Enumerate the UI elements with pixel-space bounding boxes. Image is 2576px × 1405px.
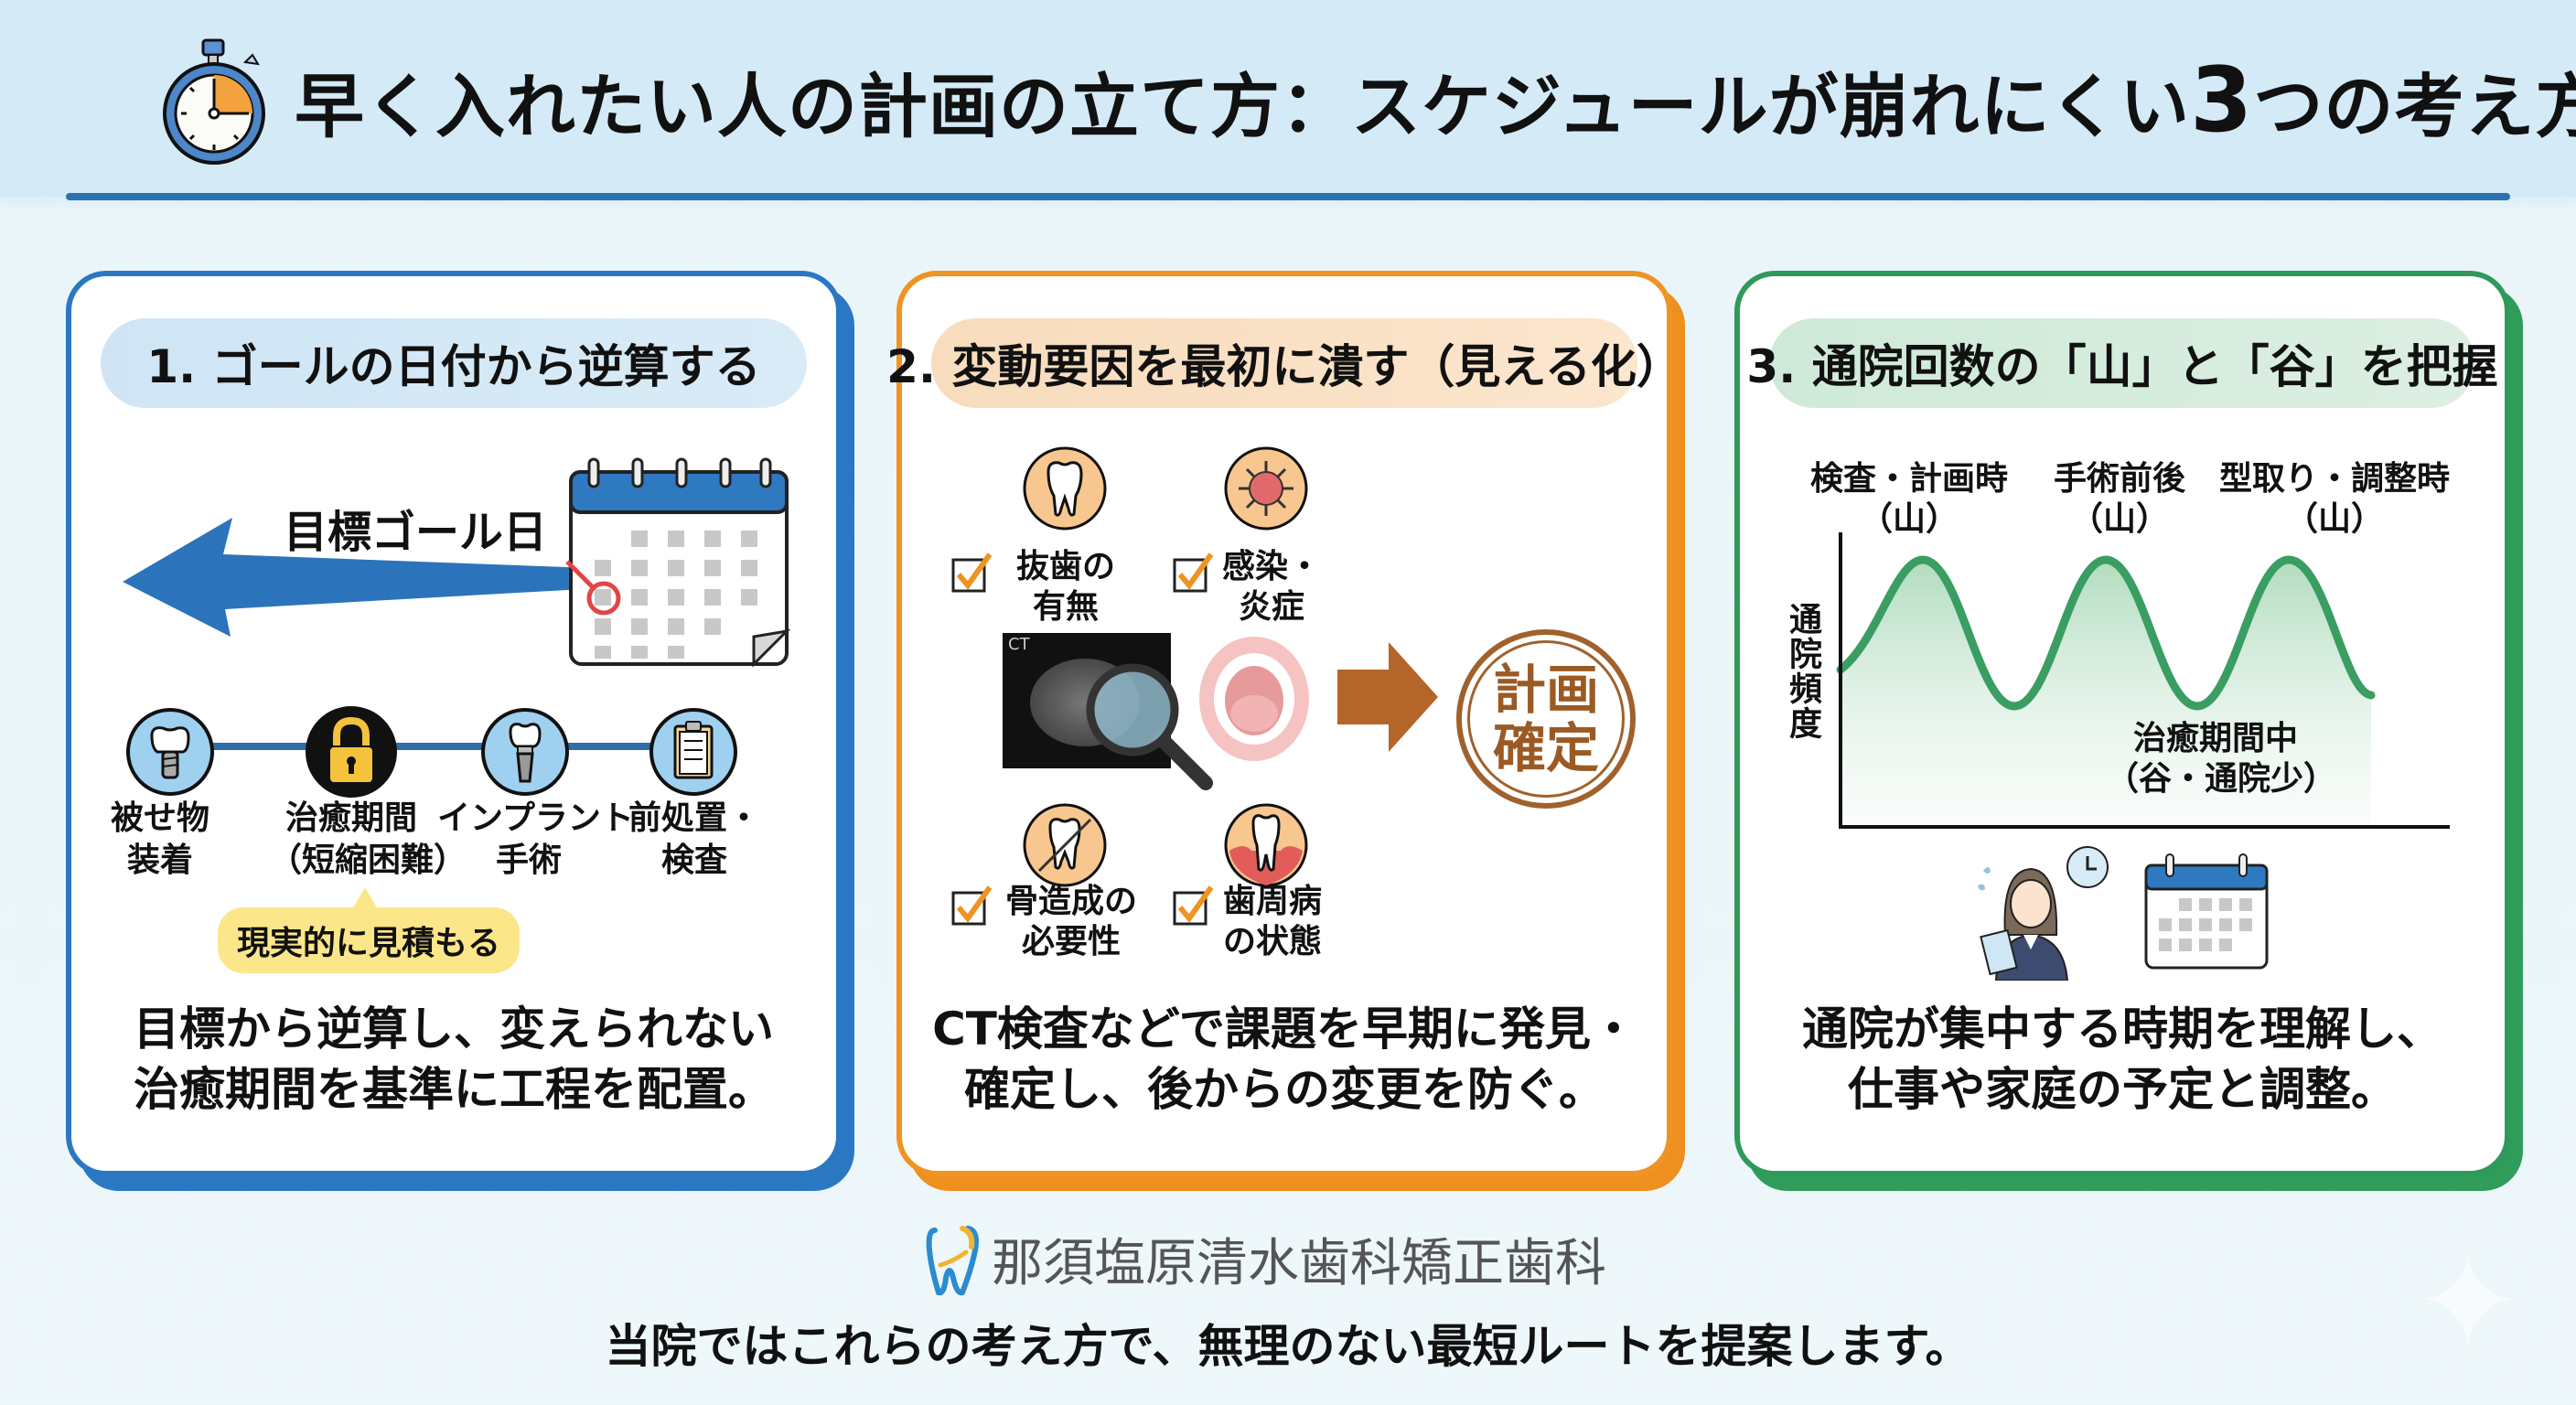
peak-exam-line2: （山）	[1859, 500, 1959, 538]
clipboard-icon	[649, 708, 737, 796]
panel-2-heading: 2. 変動要因を最初に潰す（見える化）	[886, 318, 1682, 408]
check-bone-line1: 骨造成の	[1004, 883, 1137, 920]
timeline-line	[145, 743, 693, 750]
implant-icon	[481, 708, 569, 796]
check-periodontal: 歯周病 の状態	[1213, 882, 1332, 962]
checkbox-checked-icon	[1173, 885, 1214, 926]
panel-3-desc-line2: 仕事や家庭の予定と調整。	[1848, 1063, 2397, 1116]
panel-1-heading: 1. ゴールの日付から逆算する	[101, 318, 807, 408]
title-number: 3	[2190, 48, 2254, 153]
y-axis-label: 通院頻度	[1784, 602, 1821, 741]
step-implant-surgery: インプラント 手術	[437, 798, 634, 882]
peak-label-exam: 検査・計画時 （山）	[1804, 459, 2014, 540]
panel-3-heading: 3. 通院回数の「山」と「谷」を把握	[1746, 318, 2498, 408]
magnifier-icon	[1086, 663, 1213, 790]
title-text-2: つの考え方	[2253, 66, 2576, 147]
check-infection: 感染・ 炎症	[1217, 547, 1326, 627]
header-band	[0, 0, 2576, 197]
panel-2-description: CT検査などで課題を早期に発見・ 確定し、後からの変更を防ぐ。	[902, 999, 1667, 1120]
wave-area	[1841, 560, 2371, 825]
check-infection-line2: 炎症	[1238, 588, 1304, 626]
checkbox-checked-icon	[1173, 552, 1214, 593]
peak-exam-line1: 検査・計画時	[1809, 460, 2008, 498]
plan-confirmed-stamp: 計画 確定	[1456, 629, 1636, 809]
tooth-logo-icon	[926, 1225, 979, 1295]
germ-icon	[1224, 446, 1308, 531]
damaged-tooth-icon	[1023, 446, 1107, 531]
check-bone-graft: 骨造成の 必要性	[993, 882, 1149, 962]
panel-2-desc-line2: 確定し、後からの変更を防ぐ。	[964, 1063, 1605, 1116]
lock-icon	[306, 706, 397, 798]
calendar-icon	[565, 457, 791, 668]
panel-backward-planning: 1. ゴールの日付から逆算する 目標ゴール日	[66, 271, 842, 1176]
panel-2-desc-line1: CT検査などで課題を早期に発見・	[932, 1003, 1637, 1056]
step-pretreatment-line1: 前処置・	[628, 799, 760, 837]
step-crown-line2: 装着	[126, 842, 193, 879]
check-perio-line1: 歯周病	[1222, 883, 1322, 920]
peak-impression-line1: 型取り・調整時	[2218, 460, 2450, 498]
sparkle-icon	[2424, 1255, 2512, 1346]
step-pretreatment-line2: 検査	[660, 842, 727, 879]
estimate-callout: 現実的に見積もる	[218, 887, 520, 973]
peak-surgery-line1: 手術前後	[2053, 460, 2185, 498]
bone-graft-tooth-icon	[1023, 803, 1107, 887]
right-arrow-icon	[1337, 642, 1438, 752]
check-perio-line2: の状態	[1222, 923, 1322, 960]
panel-eliminate-variables: 2. 変動要因を最初に潰す（見える化） 抜歯の 有無 感染・ 炎症 CT	[886, 271, 1682, 1176]
gum-disease-icon	[1224, 803, 1308, 887]
step-implant-line2: 手術	[495, 842, 562, 879]
panel-visit-peaks: 3. 通院回数の「山」と「谷」を把握 検査・計画時 （山） 手術前後 （山） 型…	[1734, 271, 2510, 1176]
valley-line1: 治癒期間中	[2132, 720, 2298, 757]
check-infection-line1: 感染・	[1221, 548, 1321, 585]
crown-implant-icon	[126, 708, 214, 796]
clinic-logo: 那須塩原清水歯科矯正歯科	[926, 1222, 1606, 1296]
step-healing-line2: （短縮困難）	[269, 842, 467, 879]
left-arrow-icon	[123, 518, 617, 637]
step-healing: 治癒期間 （短縮困難）	[269, 798, 467, 882]
step-crown-line1: 被せ物	[110, 799, 209, 837]
panel-1-description: 目標から逆算し、変えられない 治癒期間を基準に工程を配置。	[71, 999, 836, 1120]
valley-label: 治癒期間中 （谷・通院少）	[2106, 719, 2337, 799]
step-pretreatment: 前処置・ 検査	[626, 798, 763, 882]
step-crown: 被せ物 装着	[101, 798, 220, 882]
checkbox-checked-icon	[951, 885, 993, 926]
peak-label-surgery: 手術前後 （山）	[2042, 459, 2197, 540]
check-extraction: 抜歯の 有無	[997, 547, 1134, 627]
step-implant-line1: インプラント	[437, 799, 634, 837]
step-healing-line1: 治癒期間	[284, 799, 417, 837]
worried-person-icon	[1978, 846, 2109, 981]
header-divider	[66, 193, 2510, 200]
peak-surgery-line2: （山）	[2069, 500, 2169, 538]
stopwatch-icon	[163, 38, 265, 165]
check-extraction-line2: 有無	[1032, 588, 1099, 626]
checkbox-checked-icon	[951, 552, 993, 593]
valley-line2: （谷・通院少）	[2106, 760, 2337, 798]
check-bone-line2: 必要性	[1021, 923, 1121, 960]
wave-line	[1836, 555, 2376, 711]
panel-3-desc-line1: 通院が集中する時期を理解し、	[1802, 1003, 2442, 1056]
calendar-icon	[2144, 853, 2269, 970]
panel-3-description: 通院が集中する時期を理解し、 仕事や家庭の予定と調整。	[1740, 999, 2505, 1120]
page-title: 早く入れたい人の計画の立て方：スケジュールが崩れにくい3つの考え方	[161, 37, 2576, 165]
title-text-1: 早く入れたい人の計画の立て方：スケジュールが崩れにくい	[295, 66, 2191, 147]
footer-tagline: 当院ではこれらの考え方で、無理のない最短ルートを提案します。	[605, 1320, 1971, 1373]
visit-frequency-chart	[1836, 532, 2450, 829]
panel-1-desc-line2: 治癒期間を基準に工程を配置。	[134, 1063, 774, 1116]
ct-label: CT	[1008, 635, 1030, 654]
clinic-name: 那須塩原清水歯科矯正歯科	[992, 1234, 1606, 1293]
goal-date-label: 目標ゴール日	[284, 507, 548, 558]
peak-label-impression: 型取り・調整時 （山）	[2216, 459, 2453, 540]
peak-impression-line2: （山）	[2284, 500, 2384, 538]
check-extraction-line1: 抜歯の	[1015, 548, 1115, 585]
open-mouth-icon	[1199, 637, 1309, 761]
panel-1-desc-line1: 目標から逆算し、変えられない	[134, 1003, 774, 1056]
